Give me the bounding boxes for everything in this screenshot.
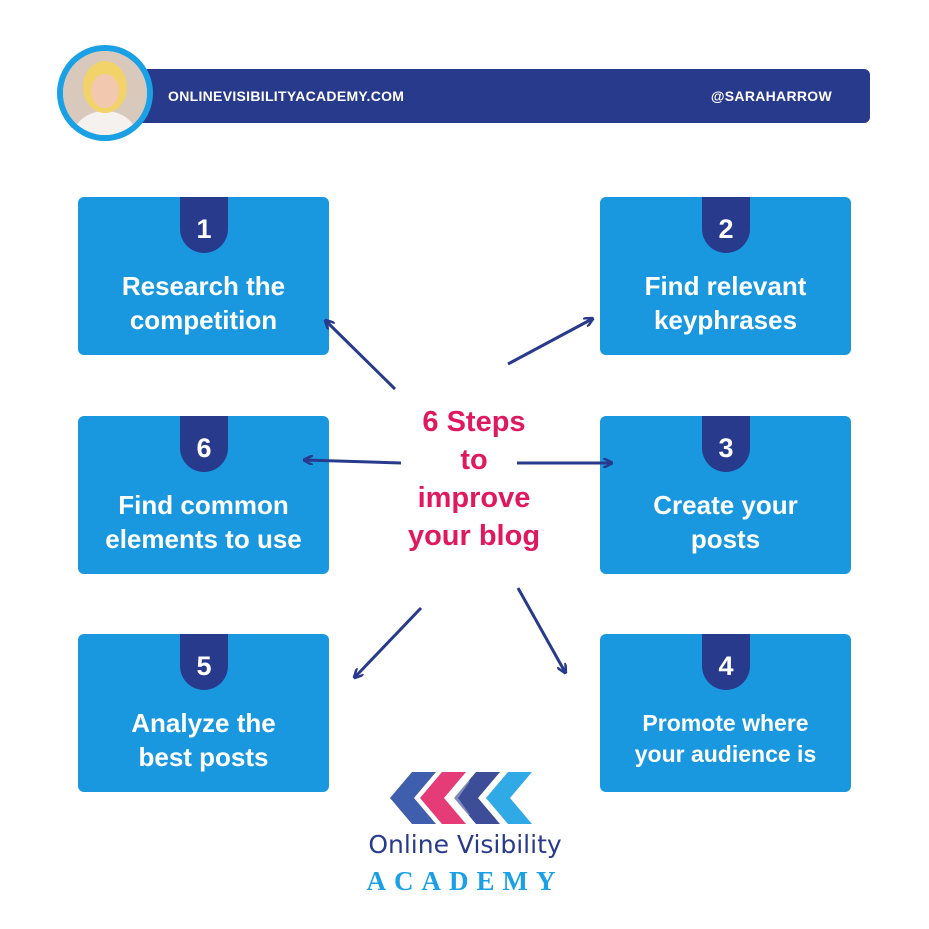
step-card-4: 4 Promote where your audience is [600,634,851,792]
step-label: Research the competition [121,271,286,335]
step-label: Find common elements to use [105,490,302,554]
step-label: Promote where your audience is [634,710,817,767]
step-card-1: 1 Research the competition [78,197,329,355]
social-handle[interactable]: @SARAHARROW [710,88,832,104]
step-card-2: 2 Find relevant keyphrases [600,197,851,355]
logo-name: Online Visibility [368,830,562,859]
step-card-6: 6 Find common elements to use [78,416,329,574]
logo-tagline: ACADEMY [366,866,564,896]
step-number-badge: 2 [702,197,750,253]
step-number-badge: 5 [180,634,228,690]
academy-logo-icon [390,772,532,824]
arrow-to-step-1 [326,321,397,391]
website-link[interactable]: ONLINEVISIBILITYACADEMY.COM [168,88,405,104]
arrow-to-step-2 [507,319,592,366]
step-number-badge: 4 [702,634,750,690]
center-title: 6 Steps to improve your blog [407,406,541,552]
arrow-to-step-6 [305,460,402,463]
step-card-3: 3 Create your posts [600,416,851,574]
step-card-5: 5 Analyze the best posts [78,634,329,792]
arrow-to-step-5 [355,606,423,677]
avatar-ring [57,45,153,141]
step-number-badge: 3 [702,416,750,472]
avatar [63,51,147,135]
profile-photo-icon [63,51,147,135]
header-banner: ONLINEVISIBILITYACADEMY.COM @SARAHARROW [118,69,870,123]
arrow-to-step-4 [516,587,565,672]
step-label: Create your posts [653,490,798,554]
step-label: Analyze the best posts [131,708,276,772]
step-number-badge: 6 [180,416,228,472]
step-number-badge: 1 [180,197,228,253]
step-label: Find relevant keyphrases [644,271,807,335]
